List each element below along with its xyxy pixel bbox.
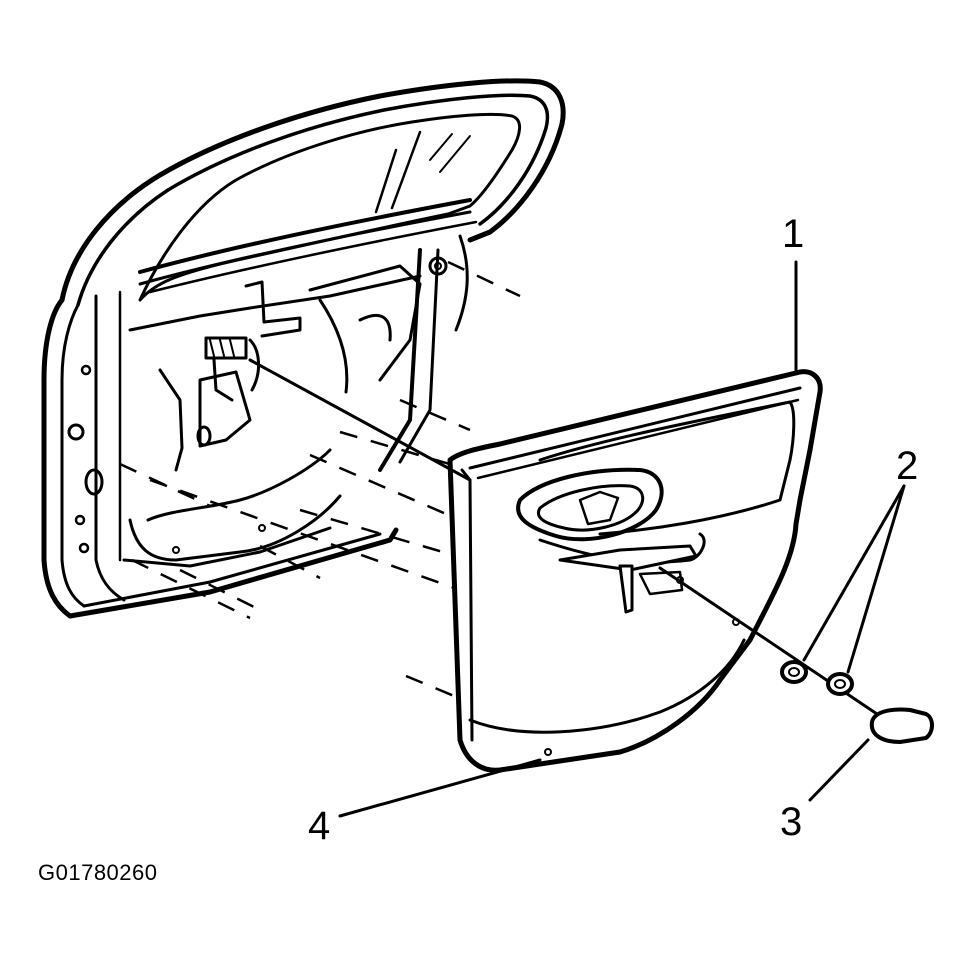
callout-3-label: 3 xyxy=(780,800,803,844)
callout-4-label: 4 xyxy=(308,804,331,848)
door-trim-panel xyxy=(447,369,823,773)
handle-bezel-cover xyxy=(869,707,934,744)
leader-2b xyxy=(846,484,906,674)
leader-2a xyxy=(802,484,906,662)
callout-leader-lines xyxy=(338,260,906,818)
panel-fasteners xyxy=(248,358,882,718)
figure-id-label: G01780260 xyxy=(38,860,158,885)
callout-2-label: 2 xyxy=(896,444,919,488)
leader-3 xyxy=(808,738,870,802)
door-shell xyxy=(41,78,566,619)
screw-1-icon xyxy=(780,660,808,684)
screw-2-icon xyxy=(826,672,854,696)
leader-4 xyxy=(338,758,542,818)
callout-1-label: 1 xyxy=(782,212,805,256)
